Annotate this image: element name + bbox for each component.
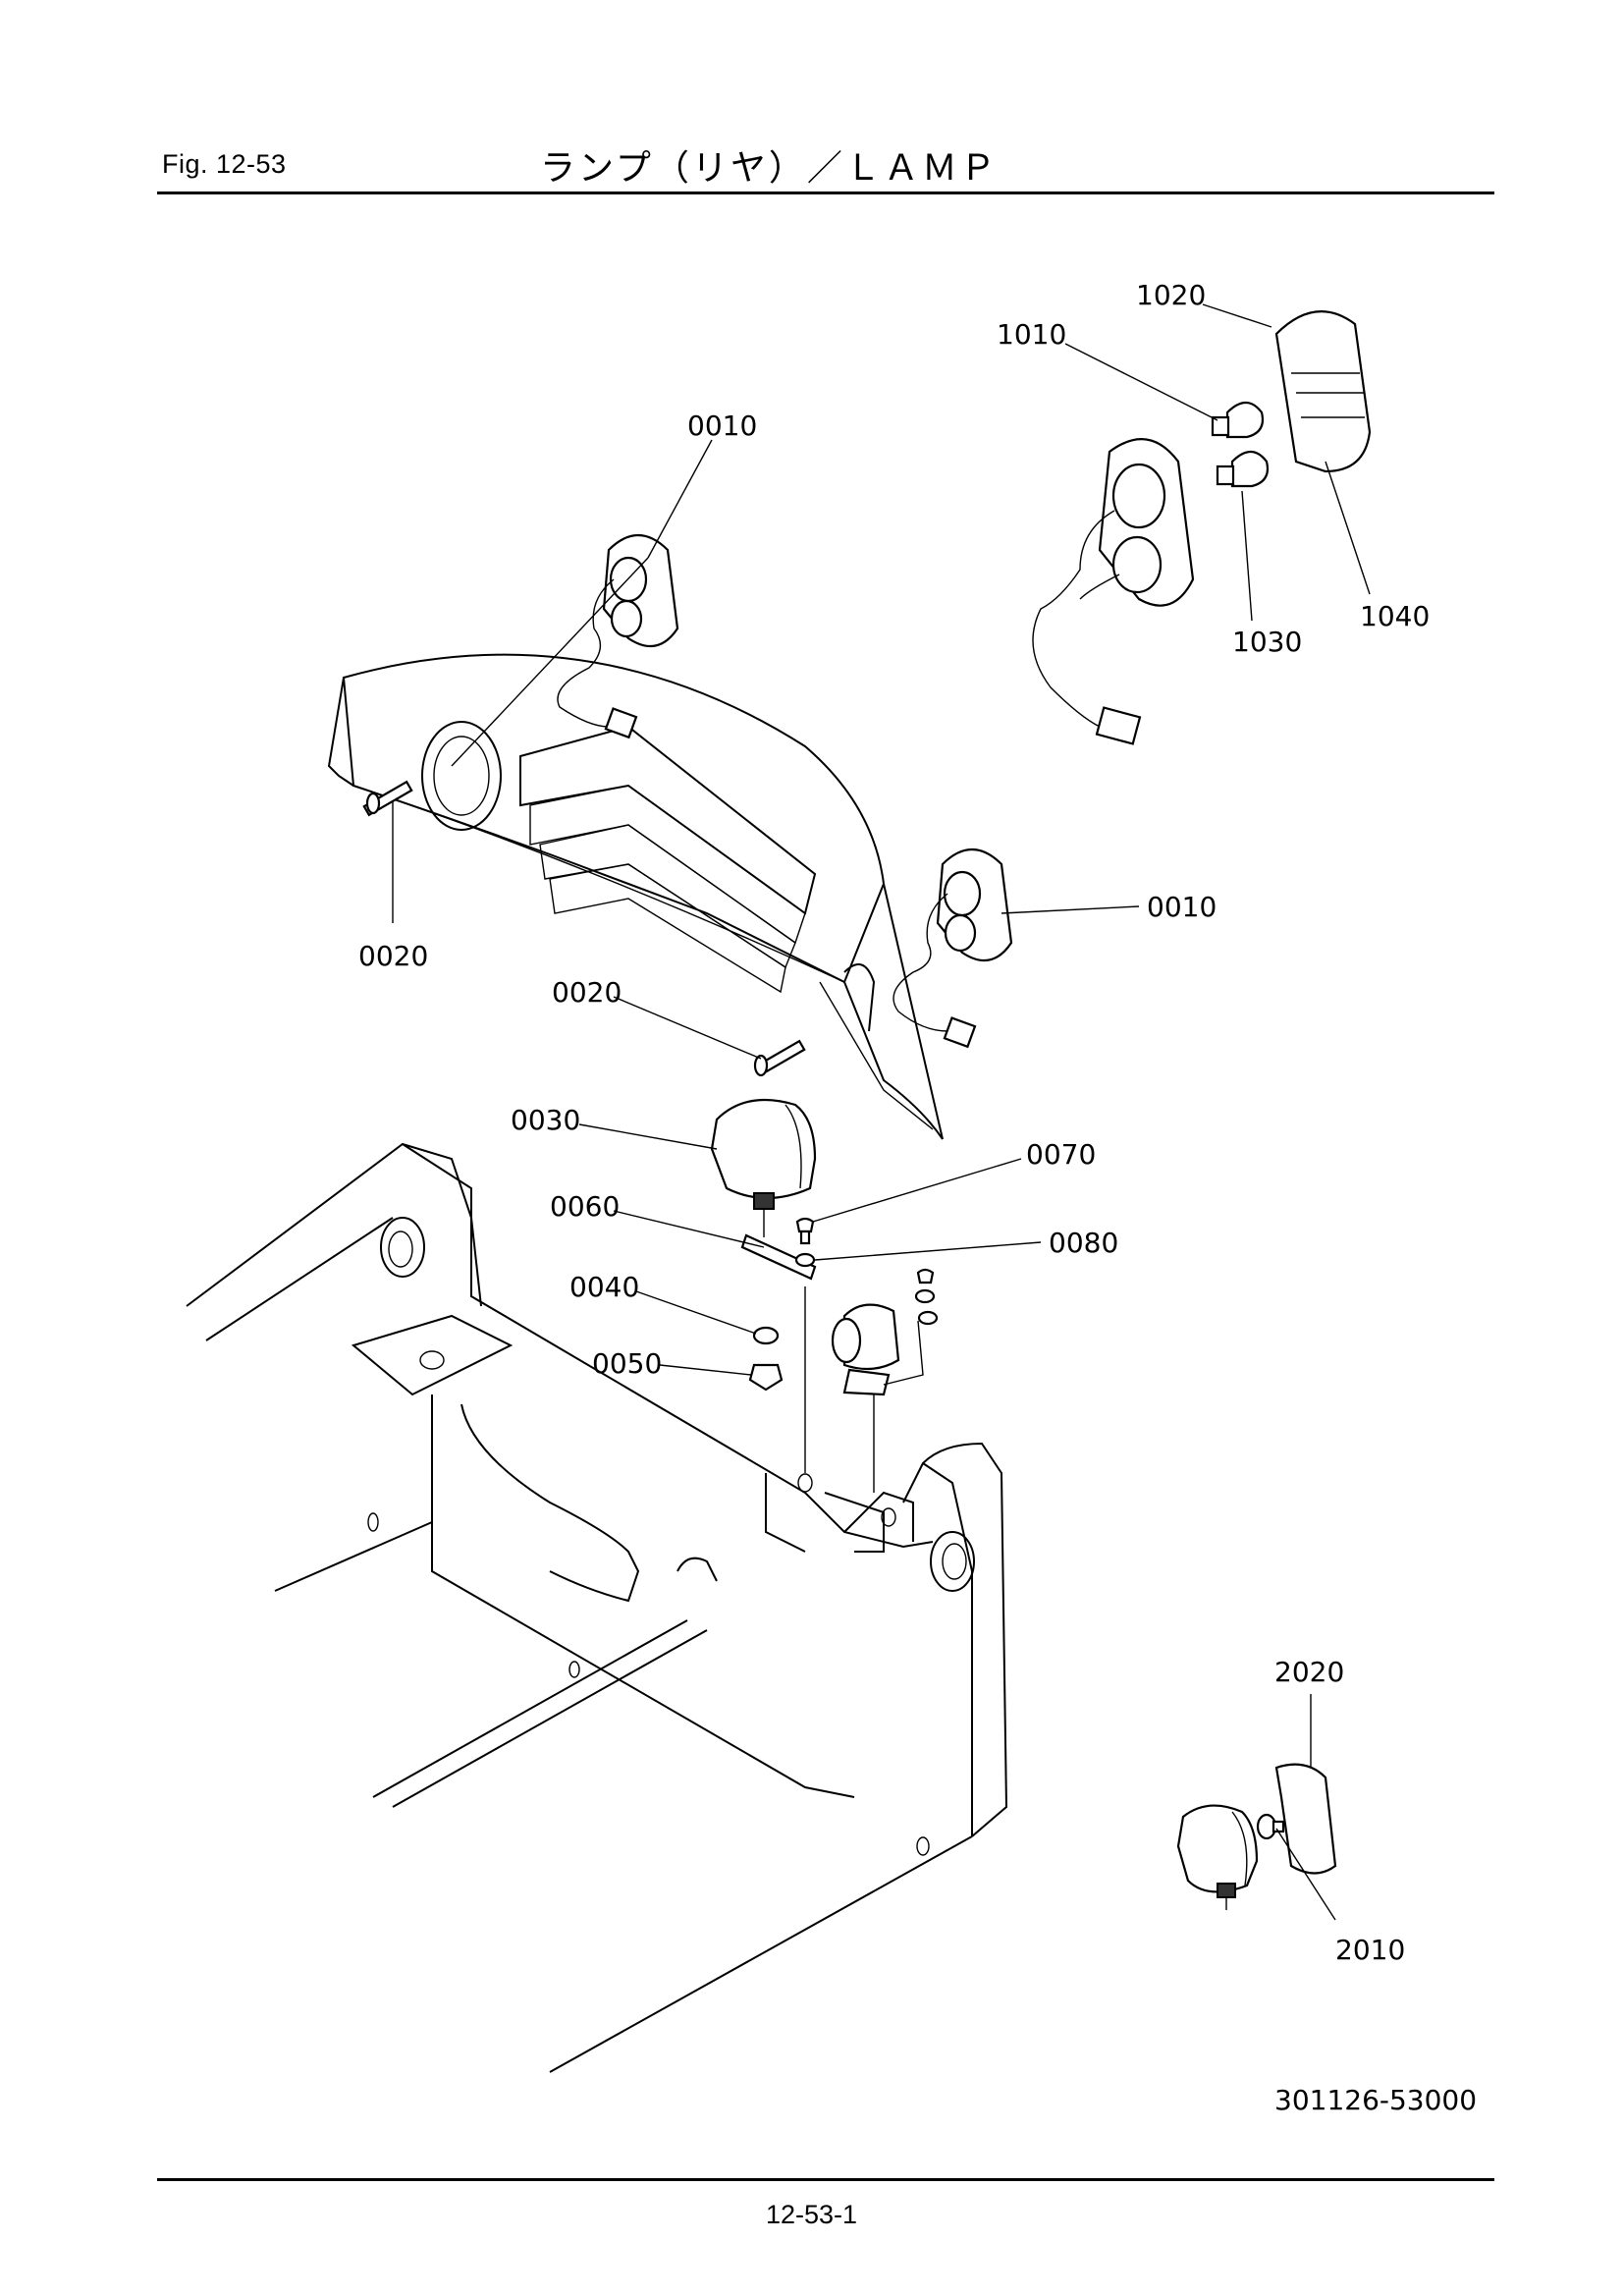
header-rule	[157, 191, 1494, 194]
callout-0020-center: 0020	[552, 976, 622, 1009]
machine-frame	[186, 1142, 1008, 2073]
lamp-assembly-exploded	[1032, 310, 1372, 745]
callout-2010: 2010	[1335, 1934, 1405, 1966]
side-lamp-assembly	[1176, 1763, 1337, 1910]
callout-labels: 1020 1010 0010 1030 1040 0020 0010 0020 …	[358, 279, 1477, 2116]
rear-lamp-left	[557, 534, 679, 739]
callout-1030: 1030	[1232, 626, 1302, 658]
callout-0030: 0030	[511, 1104, 580, 1136]
callout-0060: 0060	[550, 1190, 620, 1223]
callout-1020: 1020	[1136, 279, 1206, 311]
callout-0010-top: 0010	[687, 410, 757, 442]
callout-2020: 2020	[1274, 1656, 1344, 1688]
callout-0070: 0070	[1026, 1138, 1096, 1171]
small-lamp	[831, 1268, 939, 1396]
callout-0040: 0040	[569, 1271, 639, 1303]
callout-0080: 0080	[1049, 1227, 1118, 1259]
rear-lamp-right	[893, 848, 1013, 1049]
page-title: ランプ（リヤ）／ＬＡＭＰ	[540, 148, 999, 189]
callout-1010: 1010	[997, 318, 1066, 351]
callout-0020-left: 0020	[358, 940, 428, 972]
drawing-number: 301126-53000	[1274, 2084, 1477, 2116]
figure-number: Fig. 12-53	[162, 149, 287, 179]
rear-grille	[327, 653, 944, 1140]
bolts-0020	[362, 780, 806, 1077]
callout-0010-right: 0010	[1147, 891, 1217, 923]
callout-0050: 0050	[592, 1347, 662, 1380]
leader-lines	[392, 303, 1371, 1921]
callout-1040: 1040	[1360, 600, 1430, 632]
work-lamp-0030	[710, 1098, 817, 1392]
footer-rule	[157, 2178, 1494, 2181]
page-number: 12-53-1	[765, 2200, 858, 2229]
